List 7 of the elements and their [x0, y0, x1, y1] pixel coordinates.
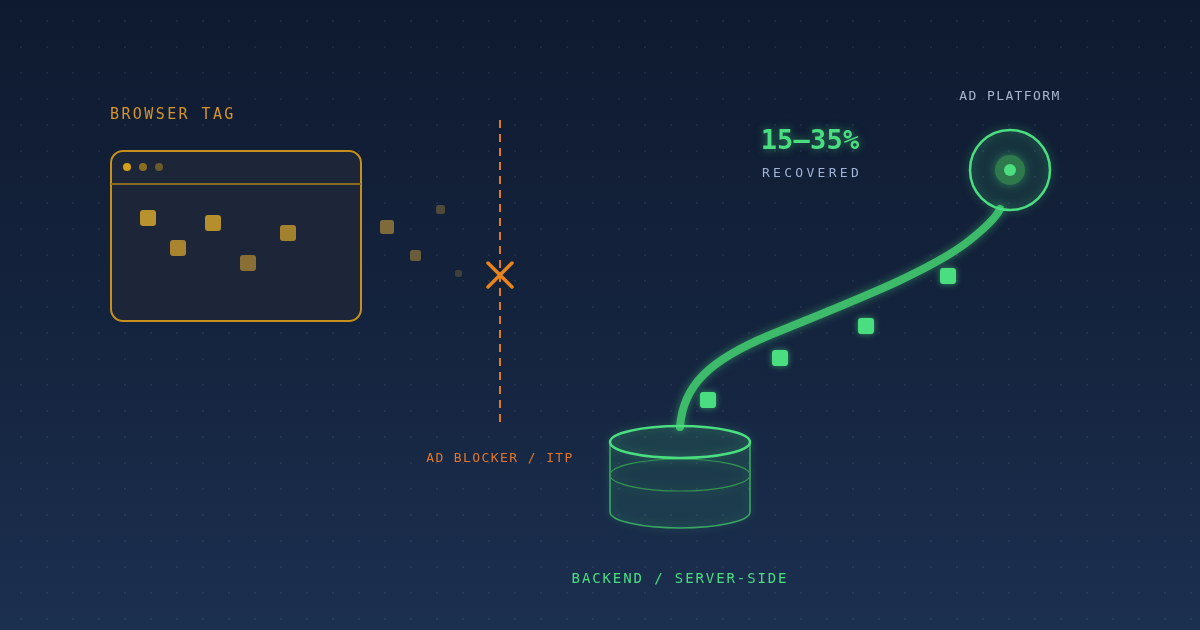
node-label: BROWSER TAG: [110, 107, 236, 122]
node-label: AD PLATFORM: [959, 89, 1061, 102]
stat-caption: RECOVERED: [761, 166, 863, 179]
node-label: BACKEND / SERVER-SIDE: [571, 571, 789, 585]
connector-line: [676, 205, 1004, 431]
stat-value: 15–35%: [760, 126, 860, 153]
barrier-label: AD BLOCKER / ITP: [426, 451, 574, 464]
